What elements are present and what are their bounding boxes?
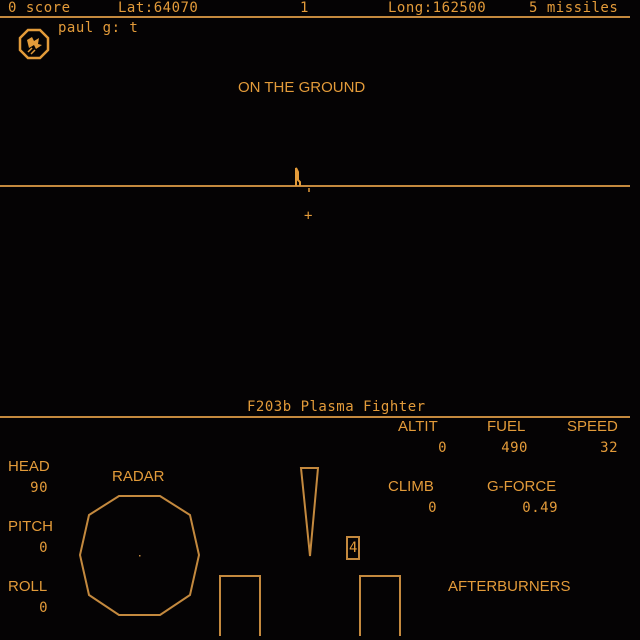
afterburners-label: AFTERBURNERS: [448, 578, 571, 595]
chat-message: paul g: t: [58, 20, 139, 36]
crosshair: +: [304, 208, 313, 224]
speed-label: SPEED: [567, 418, 618, 435]
right-engine-bar: [359, 575, 401, 636]
altit-value: 0: [438, 440, 447, 456]
throttle-number: 4: [349, 540, 358, 556]
status-message: ON THE GROUND: [238, 79, 366, 96]
climb-label: CLIMB: [388, 478, 434, 495]
center-marker: 1: [300, 0, 309, 16]
roll-value: 0: [39, 600, 48, 616]
top-bar-divider: [0, 16, 630, 18]
head-label: HEAD: [8, 458, 50, 475]
radar-label: RADAR: [112, 468, 165, 485]
pitch-label: PITCH: [8, 518, 53, 535]
throttle-wedge-indicator: [299, 467, 320, 557]
latitude-readout: Lat:64070: [118, 0, 199, 16]
fuel-value: 490: [501, 440, 528, 456]
head-value: 90: [30, 480, 48, 496]
climb-value: 0: [428, 500, 437, 516]
roll-label: ROLL: [8, 578, 48, 595]
radar-scope: [78, 495, 201, 616]
pitch-value: 0: [39, 540, 48, 556]
speed-value: 32: [600, 440, 618, 456]
throttle-number-box: [346, 536, 360, 560]
longitude-readout: Long:162500: [388, 0, 487, 16]
squadron-badge-icon: [18, 28, 50, 60]
horizon-line: [0, 185, 630, 187]
cockpit-divider: [0, 416, 630, 418]
aircraft-name: F203b Plasma Fighter: [247, 399, 426, 415]
radar-center-dot: [139, 555, 141, 557]
fuel-label: FUEL: [487, 418, 526, 435]
score-readout: 0 score: [8, 0, 71, 16]
ground-object-icon: [295, 167, 301, 186]
gforce-value: 0.49: [522, 500, 558, 516]
gforce-label: G-FORCE: [487, 478, 557, 495]
left-engine-bar: [219, 575, 261, 636]
missiles-readout: 5 missiles: [529, 0, 619, 16]
altit-label: ALTIT: [398, 418, 438, 435]
